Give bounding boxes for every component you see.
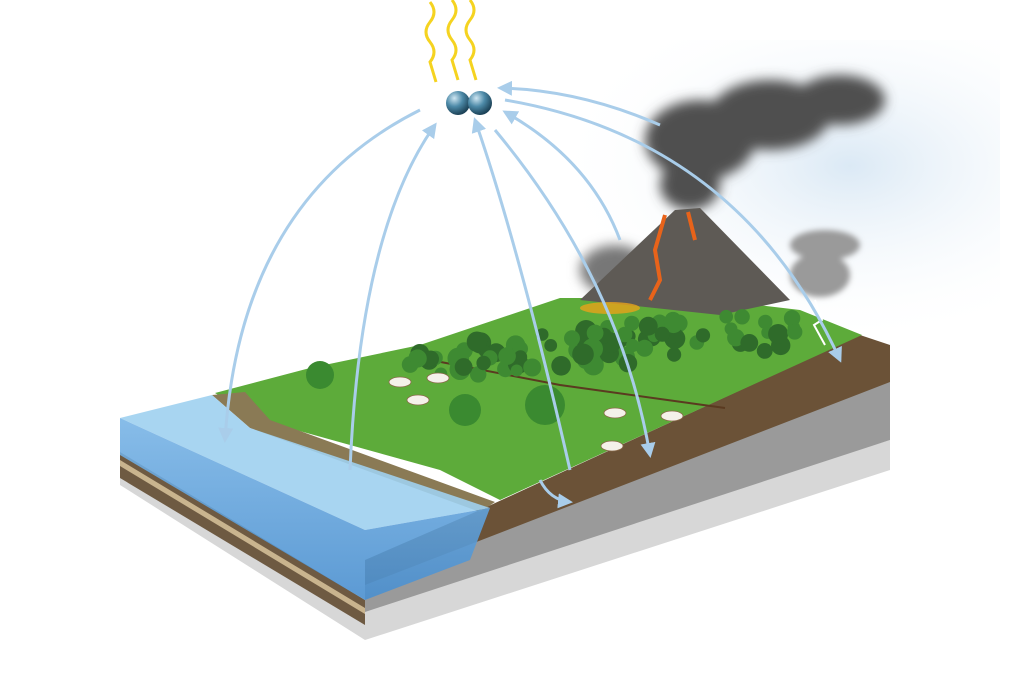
exchange-arrows (218, 80, 842, 509)
tree (727, 329, 745, 347)
tree (664, 314, 683, 334)
tree (498, 347, 516, 365)
lightning-icon (812, 299, 826, 346)
sun-ray-icon (424, 1, 438, 83)
cow (426, 372, 450, 384)
arrow-from-storm (497, 80, 661, 127)
tree (624, 315, 640, 331)
tree (667, 347, 682, 362)
ocean-body (120, 418, 490, 600)
tree (454, 358, 473, 376)
soil-layer (365, 335, 890, 585)
tree (572, 343, 594, 366)
arrow-from-soil (471, 117, 572, 471)
tree (617, 326, 633, 343)
tree (626, 338, 640, 353)
storm-cloud (790, 230, 860, 297)
sediment-strata-light (120, 460, 365, 614)
tree (638, 316, 658, 336)
rock-layer (365, 380, 890, 612)
tree (758, 314, 773, 330)
arrow-from-volcano (502, 110, 622, 241)
tree (787, 324, 803, 340)
molecule-atom-icon (468, 91, 492, 115)
tree (586, 324, 604, 342)
tree (523, 358, 542, 377)
sun-ray-icon (464, 0, 478, 81)
tree (734, 309, 750, 325)
tree (470, 366, 487, 383)
cow (600, 440, 624, 452)
lava-glow (580, 302, 640, 314)
sun-rays (424, 0, 478, 83)
tree (636, 339, 654, 357)
tree (654, 326, 670, 342)
volcano (580, 208, 790, 315)
cows (388, 372, 684, 452)
sun-ray-icon (446, 0, 460, 81)
tree (551, 356, 571, 376)
arrow-to-soil (493, 129, 656, 458)
tree (740, 334, 759, 352)
tree (513, 350, 528, 364)
tree (408, 350, 422, 364)
tree (695, 328, 711, 343)
tree (719, 309, 733, 324)
tree (510, 364, 523, 377)
tree (544, 339, 558, 352)
arrow-soil-flow (538, 479, 573, 509)
tree (422, 350, 439, 367)
cow (388, 376, 412, 388)
molecule-atom-icon (446, 91, 470, 115)
arrow-from-ocean (348, 122, 437, 471)
cow (406, 394, 430, 406)
tree (525, 385, 565, 425)
tree (449, 394, 481, 426)
cow (603, 407, 627, 419)
tree (768, 324, 789, 344)
arrow-to-storm (504, 98, 842, 363)
ocean-surface (120, 395, 490, 530)
shore-slope (212, 392, 495, 512)
lava-flow (648, 211, 697, 301)
tree (306, 361, 334, 389)
smoke-plume (580, 75, 885, 295)
arrow-to-ocean (218, 108, 421, 443)
forest (306, 309, 803, 426)
tree (476, 355, 491, 371)
tree (564, 330, 580, 347)
tree (756, 343, 773, 359)
cow (660, 410, 684, 422)
tree (466, 331, 488, 352)
